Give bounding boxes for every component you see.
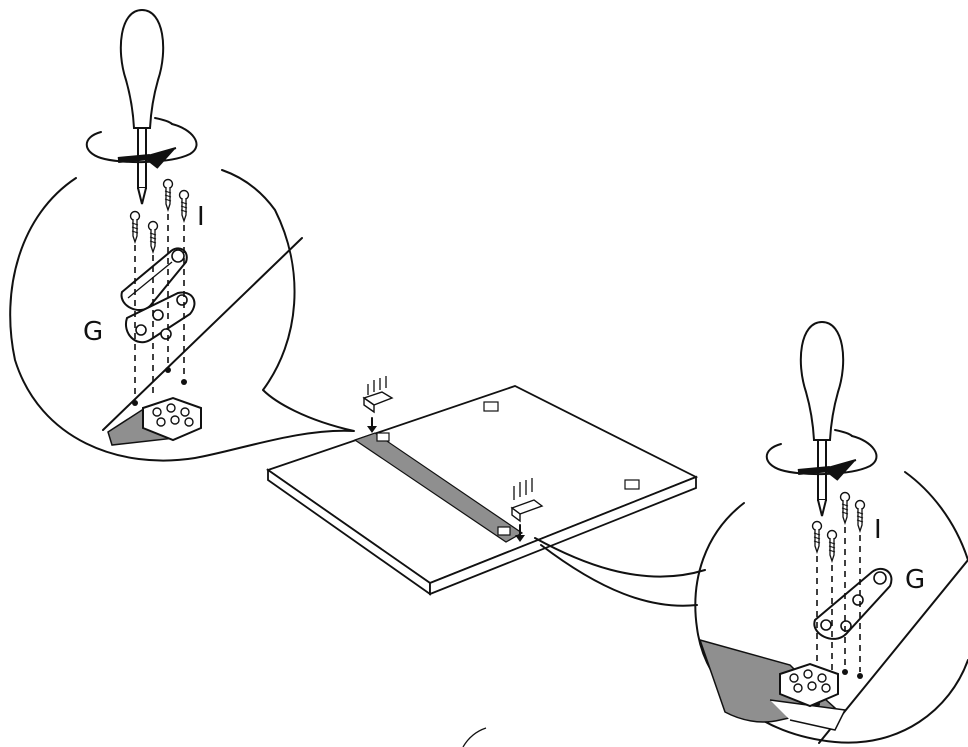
- fitting-top: [484, 402, 498, 411]
- screw-icon: [813, 522, 822, 553]
- label-screws-right: I: [874, 515, 882, 545]
- screwdriver-icon: [801, 322, 843, 516]
- fitting-right: [625, 480, 639, 489]
- label-screws-left: I: [197, 202, 205, 232]
- small-hinge-left: [364, 376, 392, 433]
- screw-icon: [131, 212, 140, 243]
- screw-icon: [149, 222, 158, 253]
- screw-icon: [856, 501, 865, 532]
- panel-board: [268, 386, 696, 594]
- partial-circle: [463, 728, 486, 747]
- hinge-icon: [814, 569, 891, 639]
- screw-icon: [180, 191, 189, 222]
- screwdriver-icon: [121, 10, 163, 204]
- screw-icon: [164, 180, 173, 211]
- down-arrow-icon: [367, 426, 377, 433]
- screw-icon: [828, 531, 837, 562]
- screw-icon: [841, 493, 850, 524]
- label-hinge-right: G: [905, 565, 925, 595]
- label-hinge-left: G: [83, 317, 103, 347]
